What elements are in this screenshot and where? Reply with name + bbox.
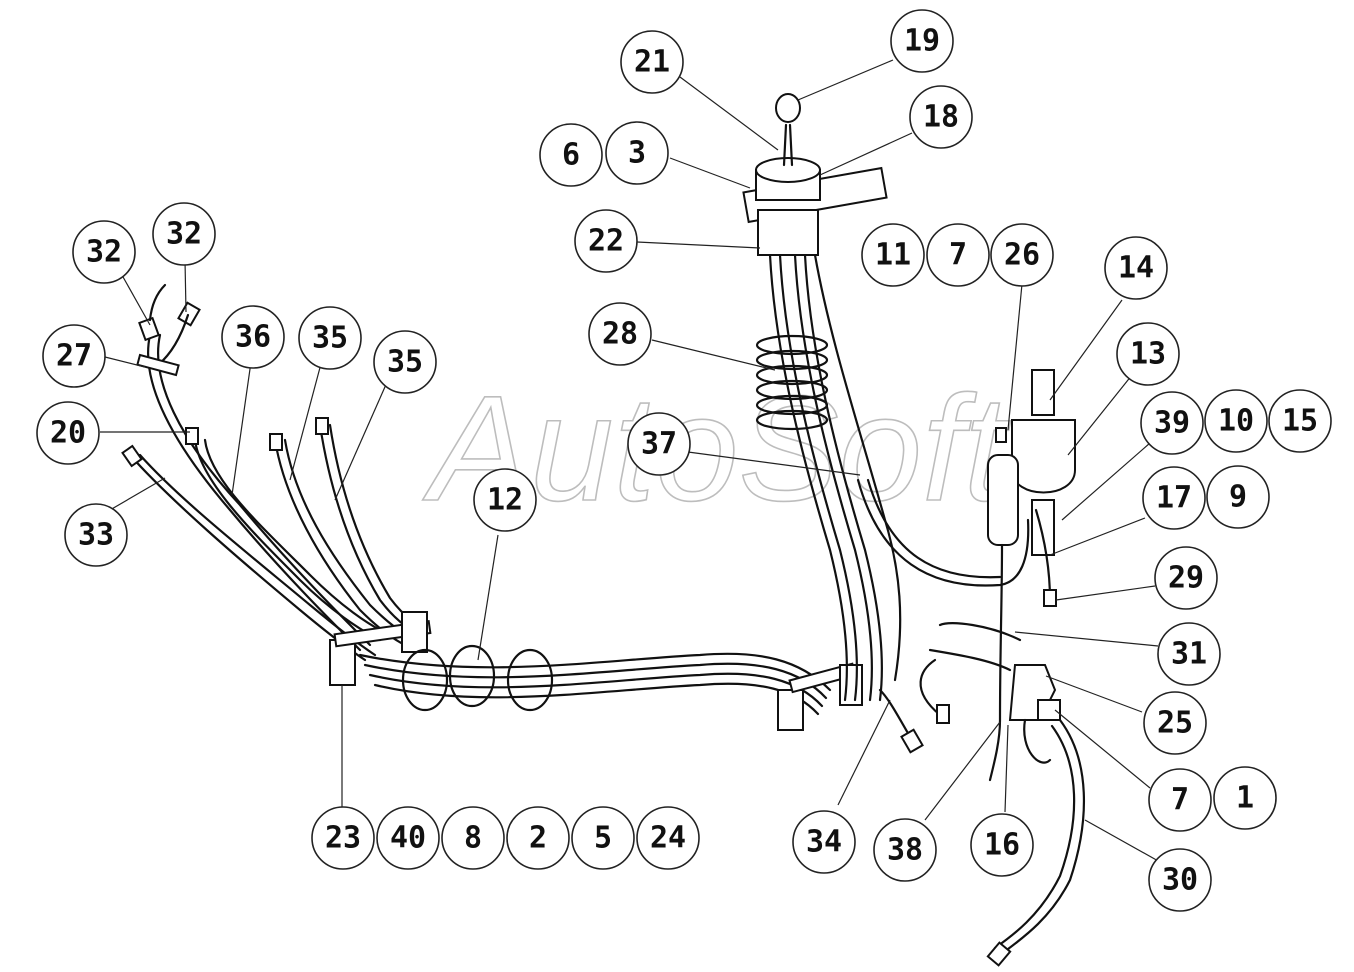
callout-11: 11 [861, 223, 925, 287]
callout-39: 39 [1140, 391, 1204, 455]
callout-28: 28 [588, 302, 652, 366]
callout-1: 1 [1213, 766, 1277, 830]
svg-text:33: 33 [78, 518, 114, 553]
callout-16: 16 [970, 813, 1034, 877]
svg-text:35: 35 [312, 321, 348, 356]
svg-text:37: 37 [641, 427, 677, 462]
callout-17: 17 [1142, 466, 1206, 530]
callout-27: 27 [42, 324, 106, 388]
callout-37: 37 [627, 412, 691, 476]
svg-text:3: 3 [628, 136, 646, 171]
callout-6: 6 [539, 123, 603, 187]
callout-25: 25 [1143, 691, 1207, 755]
svg-text:35: 35 [387, 345, 423, 380]
svg-text:38: 38 [887, 833, 923, 868]
svg-text:2: 2 [529, 821, 547, 856]
svg-text:29: 29 [1168, 561, 1204, 596]
callout-labels: 21 19 18 6 3 22 11 7 26 14 32 32 36 35 3… [36, 9, 1332, 912]
svg-text:32: 32 [86, 235, 122, 270]
callout-20: 20 [36, 401, 100, 465]
callout-32-right: 32 [152, 202, 216, 266]
callout-36: 36 [221, 305, 285, 369]
callout-38: 38 [873, 818, 937, 882]
svg-text:9: 9 [1229, 480, 1247, 515]
callout-32-left: 32 [72, 220, 136, 284]
callout-12: 12 [473, 468, 537, 532]
callout-34: 34 [792, 810, 856, 874]
callout-26: 26 [990, 223, 1054, 287]
callout-7-bottom: 7 [1148, 768, 1212, 832]
callout-23: 23 [311, 806, 375, 870]
svg-text:31: 31 [1171, 637, 1207, 672]
callout-7-top: 7 [926, 223, 990, 287]
callout-31: 31 [1157, 622, 1221, 686]
svg-text:14: 14 [1118, 251, 1154, 286]
callout-19: 19 [890, 9, 954, 73]
svg-text:1: 1 [1236, 781, 1254, 816]
svg-text:6: 6 [562, 138, 580, 173]
callout-18: 18 [909, 85, 973, 149]
callout-35-a: 35 [298, 306, 362, 370]
callout-2: 2 [506, 806, 570, 870]
svg-text:17: 17 [1156, 481, 1192, 516]
svg-text:12: 12 [487, 483, 523, 518]
svg-text:19: 19 [904, 24, 940, 59]
callout-33: 33 [64, 503, 128, 567]
callout-35-b: 35 [373, 330, 437, 394]
svg-text:34: 34 [806, 825, 842, 860]
callout-3: 3 [605, 121, 669, 185]
callout-9: 9 [1206, 465, 1270, 529]
callout-8: 8 [441, 806, 505, 870]
svg-text:23: 23 [325, 821, 361, 856]
svg-text:15: 15 [1282, 404, 1318, 439]
svg-text:5: 5 [594, 821, 612, 856]
svg-text:25: 25 [1157, 706, 1193, 741]
svg-text:30: 30 [1162, 863, 1198, 898]
svg-text:8: 8 [464, 821, 482, 856]
callout-22: 22 [574, 209, 638, 273]
svg-text:7: 7 [949, 238, 967, 273]
svg-text:24: 24 [650, 821, 686, 856]
callout-21: 21 [620, 30, 684, 94]
svg-text:27: 27 [56, 339, 92, 374]
svg-text:11: 11 [875, 238, 911, 273]
hose-drawing [121, 93, 1086, 967]
callout-13: 13 [1116, 322, 1180, 386]
callout-29: 29 [1154, 546, 1218, 610]
svg-text:21: 21 [634, 45, 670, 80]
svg-text:32: 32 [166, 217, 202, 252]
svg-text:18: 18 [923, 100, 959, 135]
svg-text:20: 20 [50, 416, 86, 451]
svg-text:13: 13 [1130, 337, 1166, 372]
svg-text:16: 16 [984, 828, 1020, 863]
svg-text:26: 26 [1004, 238, 1040, 273]
svg-text:28: 28 [602, 317, 638, 352]
callout-40: 40 [376, 806, 440, 870]
svg-text:40: 40 [390, 821, 426, 856]
svg-text:39: 39 [1154, 406, 1190, 441]
callout-10: 10 [1204, 389, 1268, 453]
svg-text:36: 36 [235, 320, 271, 355]
callout-15: 15 [1268, 389, 1332, 453]
callout-5: 5 [571, 806, 635, 870]
leader-lines [100, 59, 1161, 863]
svg-text:7: 7 [1171, 783, 1189, 818]
callout-30: 30 [1148, 848, 1212, 912]
svg-text:22: 22 [588, 224, 624, 259]
callout-24: 24 [636, 806, 700, 870]
svg-text:10: 10 [1218, 404, 1254, 439]
callout-14: 14 [1104, 236, 1168, 300]
